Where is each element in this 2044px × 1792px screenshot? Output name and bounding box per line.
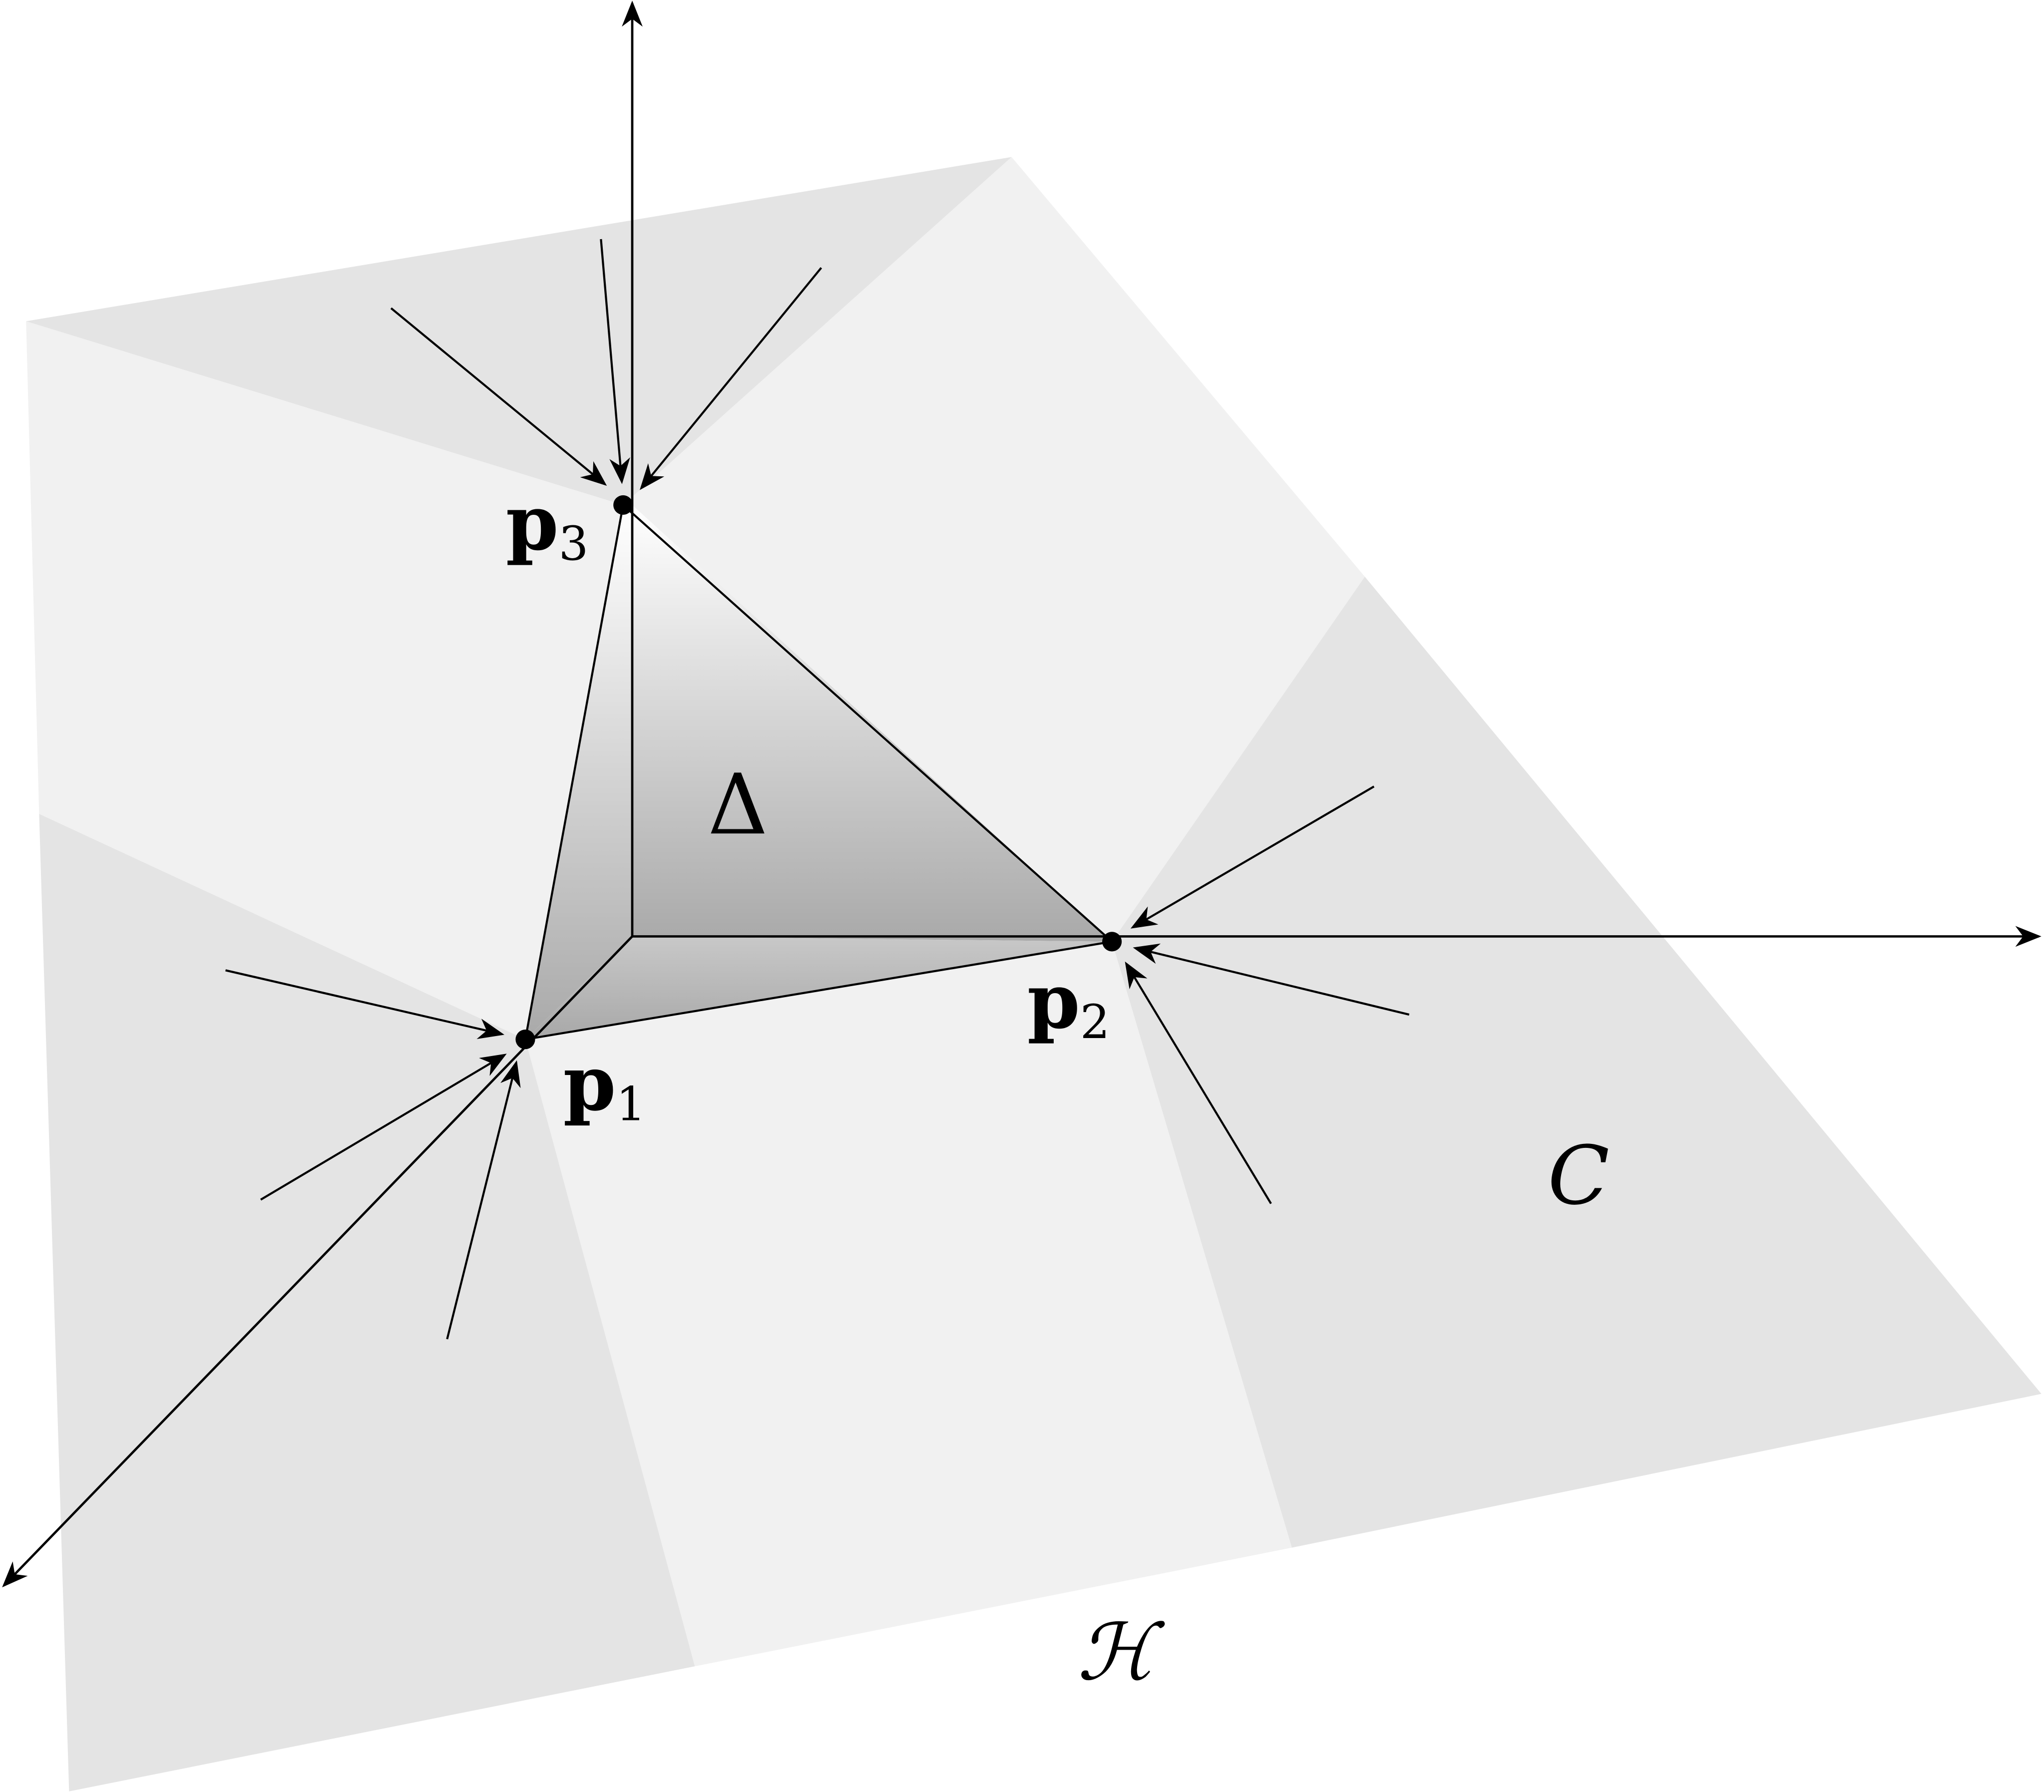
plane-region-left xyxy=(39,814,695,1792)
label-p3: p3 xyxy=(506,478,589,571)
edge-p3-p1 xyxy=(524,505,624,1040)
plane-region-right xyxy=(1112,576,2042,1548)
edge-p1-p2 xyxy=(525,940,1112,1041)
arrow-icon xyxy=(446,1060,521,1340)
label-p1: p1 xyxy=(563,1039,646,1132)
arrows-to-p3 xyxy=(390,239,822,490)
vertices xyxy=(515,495,1122,1050)
arrow-icon xyxy=(225,969,505,1039)
label-cone: C xyxy=(1548,1129,1610,1223)
plane-region-top-left xyxy=(26,321,623,1040)
arrow-icon xyxy=(390,307,607,486)
simplex-face-bottom xyxy=(525,936,1112,1040)
plane-region-top-wedge xyxy=(26,157,1012,505)
label-p3-sub: 3 xyxy=(559,517,589,571)
label-p1-sub: 1 xyxy=(616,1077,646,1131)
arrow-icon xyxy=(600,239,630,484)
arrow-icon xyxy=(1125,961,1272,1204)
label-delta: Δ xyxy=(708,756,768,853)
plane-region-top-right xyxy=(623,157,1365,942)
arrow-icon xyxy=(260,1054,507,1201)
arrow-icon xyxy=(1133,943,1410,1016)
arrow-icon xyxy=(1130,785,1375,929)
plane-h xyxy=(26,157,2042,1792)
arrows-to-p1 xyxy=(225,969,521,1340)
simplex-face-front xyxy=(632,505,1112,942)
vertex-p1 xyxy=(515,1030,535,1050)
label-p1-main: p xyxy=(563,1039,616,1128)
vertex-p2 xyxy=(1102,932,1122,952)
arrow-icon xyxy=(639,267,822,490)
simplex-delta xyxy=(524,504,1113,1041)
labels: p3 p2 p1 Δ C ℋ xyxy=(506,478,1610,1698)
label-p2-main: p xyxy=(1027,957,1080,1046)
label-plane: ℋ xyxy=(1077,1607,1165,1698)
label-p2: p2 xyxy=(1027,957,1110,1050)
vertex-p3 xyxy=(613,495,633,515)
label-p2-sub: 2 xyxy=(1080,995,1110,1050)
label-p3-main: p xyxy=(506,478,559,567)
plane-region-bottom xyxy=(525,941,1292,1667)
arrows-to-p2 xyxy=(1125,785,1410,1204)
edge-p3-p2 xyxy=(622,504,1113,943)
simplex-face-left xyxy=(525,505,633,1040)
